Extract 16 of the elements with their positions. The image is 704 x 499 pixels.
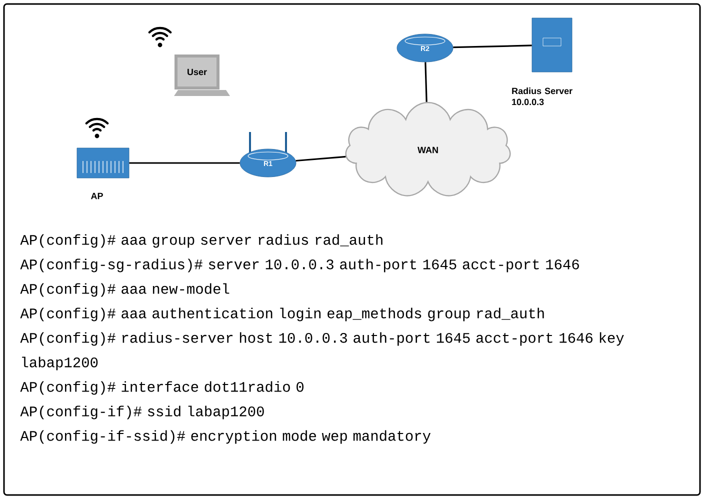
connection-line [296, 156, 346, 162]
code-line: AP(config-if-ssid)# encryption mode wep mandatory [20, 430, 431, 444]
laptop: User [174, 54, 230, 96]
code-line: AP(config)# aaa group server radius rad_auth [20, 234, 382, 248]
connection-line [129, 162, 240, 164]
connection-line [424, 62, 428, 102]
code-line: AP(config)# radius-server host 10.0.0.3 auth-port 1645 acct-port 1646 key labap1200 [20, 332, 624, 370]
code-line: AP(config)# interface dot11radio 0 [20, 381, 304, 395]
node-label: AP [90, 192, 103, 200]
node-label: Radius Server 10.0.0.3 [512, 88, 572, 106]
connection-line [453, 44, 532, 48]
code-line: AP(config-sg-radius)# server 10.0.0.3 auth-port 1645 acct-port 1646 [20, 258, 579, 272]
code-line: AP(config-if)# ssid labap1200 [20, 406, 264, 420]
code-line: AP(config)# aaa new-model [20, 283, 230, 297]
code-line: AP(config)# aaa authentication login eap_methods group rad_auth [20, 308, 544, 322]
cloud: WAN [345, 102, 511, 196]
